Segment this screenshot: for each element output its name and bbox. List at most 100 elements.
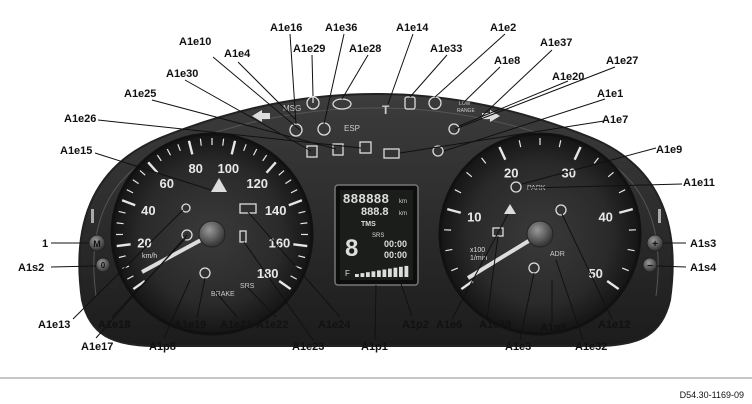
low-range-label-2: RANGE [457, 108, 475, 114]
callout-a1e23: A1e23 [292, 341, 324, 353]
fuel-bar-segment [393, 267, 398, 277]
fuel-bar-graph [355, 265, 409, 277]
tachometer-scale-label: 30 [562, 165, 576, 180]
glow-coil-icon [181, 203, 191, 213]
fuel-bar-segment [377, 270, 381, 277]
speedometer-scale-label: 40 [141, 203, 155, 218]
speedometer-scale-label: 80 [188, 161, 202, 176]
speedometer-scale-label: 20 [137, 236, 151, 251]
callout-a1e21: A1e21 [220, 319, 252, 331]
callout-a1e13: A1e13 [38, 319, 70, 331]
speedometer-scale-label: 60 [160, 176, 174, 191]
left-slot-mark [91, 209, 94, 223]
callout-a1e24: A1e24 [318, 319, 351, 331]
tachometer-tick [466, 171, 473, 178]
callout-a1s2: A1s2 [18, 262, 44, 274]
speedometer-tick [265, 161, 277, 174]
fuel-bar-segment [360, 273, 365, 277]
reset-button[interactable] [95, 257, 111, 273]
speedometer-tick [300, 222, 308, 225]
callout-a1e3: A1e3 [505, 341, 531, 353]
callout-a1e14: A1e14 [396, 22, 429, 34]
speedometer-hub [198, 220, 226, 248]
callout-a1e28: A1e28 [349, 43, 381, 55]
tachometer-hub [526, 220, 554, 248]
tachometer-tick [618, 189, 626, 194]
speedometer-tick [230, 140, 237, 155]
tachometer-tick [446, 207, 462, 214]
callout-a1e16: A1e16 [270, 22, 302, 34]
callout-a1s3: A1s3 [690, 238, 716, 250]
minus-button-label: − [647, 261, 653, 272]
minus-button[interactable] [642, 257, 658, 273]
callout-a1e15: A1e15 [60, 145, 92, 157]
callout-a1e39: A1e39 [479, 319, 511, 331]
menu-button-label: M [93, 239, 101, 249]
speedometer-scale-label: 120 [246, 176, 268, 191]
speedometer-tick [278, 280, 292, 291]
callout-a1p1: A1p1 [361, 341, 388, 353]
speedometer-tick [222, 138, 225, 146]
fuel-bar-segment [388, 268, 392, 277]
speed-unit: km/h [142, 253, 157, 260]
fuel-bar-segment [355, 274, 359, 277]
speedometer-tick [166, 148, 172, 156]
tachometer-tick [593, 157, 599, 164]
brake-label: BRAKE [211, 291, 235, 298]
tachometer-ticks [444, 138, 636, 291]
tach-unit-bottom: 1/min [470, 255, 487, 262]
top-indicators: MSG ESP T LOW RANGE BRAKE SRS PARK ADR [181, 96, 567, 298]
seatbelt-icon [504, 204, 516, 214]
battery-icon [239, 203, 257, 214]
callout-a1e7: A1e7 [602, 114, 628, 126]
speedometer-scale-label: 180 [257, 266, 279, 281]
speedometer-tick [147, 161, 159, 174]
reference-code: D54.30-1169-09 [680, 390, 744, 400]
tachometer-tick [607, 171, 614, 178]
warning-triangle-icon [211, 178, 227, 192]
callout-a1p8: A1p8 [149, 341, 176, 353]
callout-a1e18: A1e18 [98, 319, 130, 331]
center-display: 888888 km 888.8 km TMS 8 SRS 00:00 00:00… [334, 184, 419, 286]
right-turn-arrow-icon [482, 110, 500, 122]
callout-a1e20: A1e20 [552, 71, 584, 83]
speedometer-tick [262, 154, 268, 162]
tachometer-needle [466, 232, 542, 280]
callout-a1e36: A1e36 [325, 22, 357, 34]
msg-label: MSG [283, 104, 301, 113]
left-turn-arrow-icon [252, 110, 270, 122]
hazard-t-icon: T [382, 103, 390, 117]
speedometer-ticks [115, 138, 309, 291]
trip-unit: km [399, 211, 407, 217]
speedometer-tick [118, 255, 126, 259]
tachometer-tick [621, 267, 629, 272]
odometer-unit: km [399, 199, 407, 205]
speedometer-scale-label: 140 [265, 203, 287, 218]
callout-a1e8: A1e8 [494, 55, 520, 67]
tachometer-tick [454, 189, 462, 194]
speedometer-tick [132, 179, 139, 185]
callout-a1e6: A1e6 [436, 319, 462, 331]
speedometer-scale-label: 100 [217, 161, 239, 176]
fuel-bar-segment [399, 266, 403, 277]
side-buttons: M 0 + − [88, 234, 664, 273]
speedometer-tick [177, 144, 181, 152]
tachometer-tick [606, 280, 620, 291]
callout-a1e17: A1e17 [81, 341, 113, 353]
speedometer-tick [132, 280, 146, 291]
speedometer-scale-label: 160 [269, 236, 291, 251]
fuel-bar-segment [382, 269, 387, 277]
park-brake-icon [510, 181, 522, 193]
speedometer-tick [126, 275, 134, 280]
speedometer-tick [116, 243, 131, 248]
battery-charge-icon [383, 148, 400, 159]
speedometer-tick [298, 210, 306, 214]
high-beam-icon [555, 204, 567, 216]
tachometer-tick [460, 280, 474, 291]
speedometer-tick [243, 144, 247, 152]
odometer-value: 888888 [343, 191, 389, 206]
filter-icon [332, 143, 344, 156]
callout-a1e9: A1e9 [656, 144, 682, 156]
callout-a1e29: A1e29 [293, 43, 325, 55]
